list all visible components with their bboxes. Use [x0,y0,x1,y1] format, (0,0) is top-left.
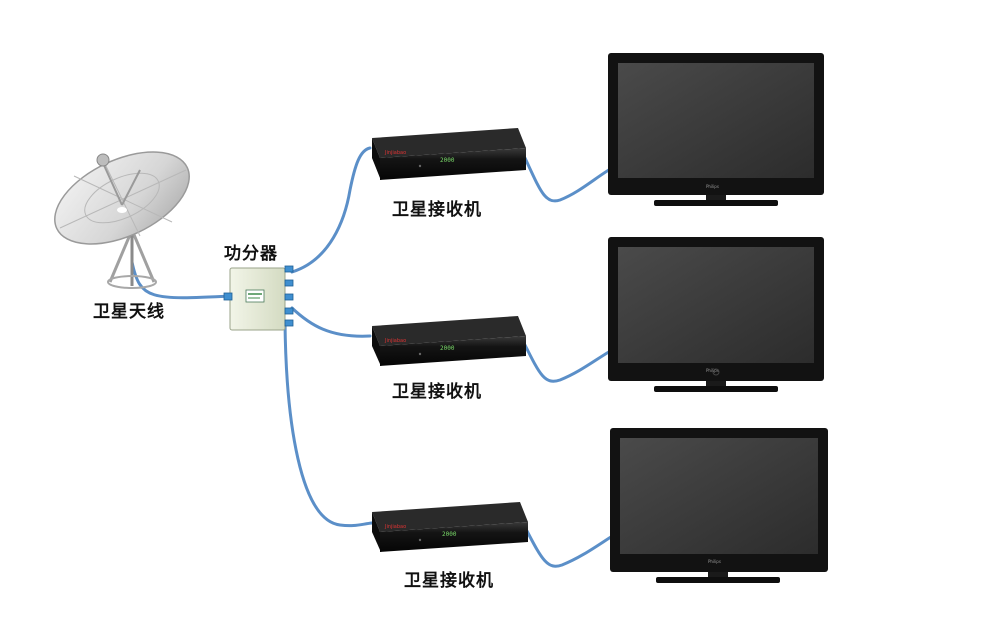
cable-splitter-receiver-1 [290,146,372,274]
receiver-3-display: 2000 [442,531,457,538]
cables [130,146,616,568]
cable-receiver-2-tv-2 [523,343,614,383]
tv-3-icon: Philips [610,428,828,583]
cable-splitter-receiver-2 [290,306,372,338]
svg-text:Jinjiabao: Jinjiabao [384,524,406,530]
cable-receiver-3-tv-3 [525,529,616,568]
receiver-2-display: 2000 [440,345,455,352]
receiver-1-label: 卫星接收机 [392,200,482,220]
receiver-2-icon: Jinjiabao 2000 [372,316,526,366]
power-splitter-icon [223,265,294,331]
receiver-3-icon: Jinjiabao 2000 [372,502,528,552]
splitter-label: 功分器 [224,244,278,264]
tv-2-icon: Philips [608,237,824,392]
receiver-3-label: 卫星接收机 [404,571,494,591]
svg-text:Philips: Philips [706,368,719,373]
svg-text:Philips: Philips [708,559,721,564]
cable-antenna-splitter [130,260,234,300]
cable-receiver-1-tv-1 [523,156,614,203]
antenna-label: 卫星天线 [93,302,165,322]
receiver-2-label: 卫星接收机 [392,382,482,402]
tv-1-icon: Philips [608,53,824,206]
receiver-1-icon: Jinjiabao 2000 [372,128,526,180]
svg-text:Philips: Philips [706,184,719,189]
svg-text:Jinjiabao: Jinjiabao [384,338,406,344]
receiver-1-display: 2000 [440,157,455,164]
svg-text:Jinjiabao: Jinjiabao [384,150,406,156]
satellite-dish-icon [54,151,190,289]
cable-splitter-receiver-3 [283,320,374,528]
